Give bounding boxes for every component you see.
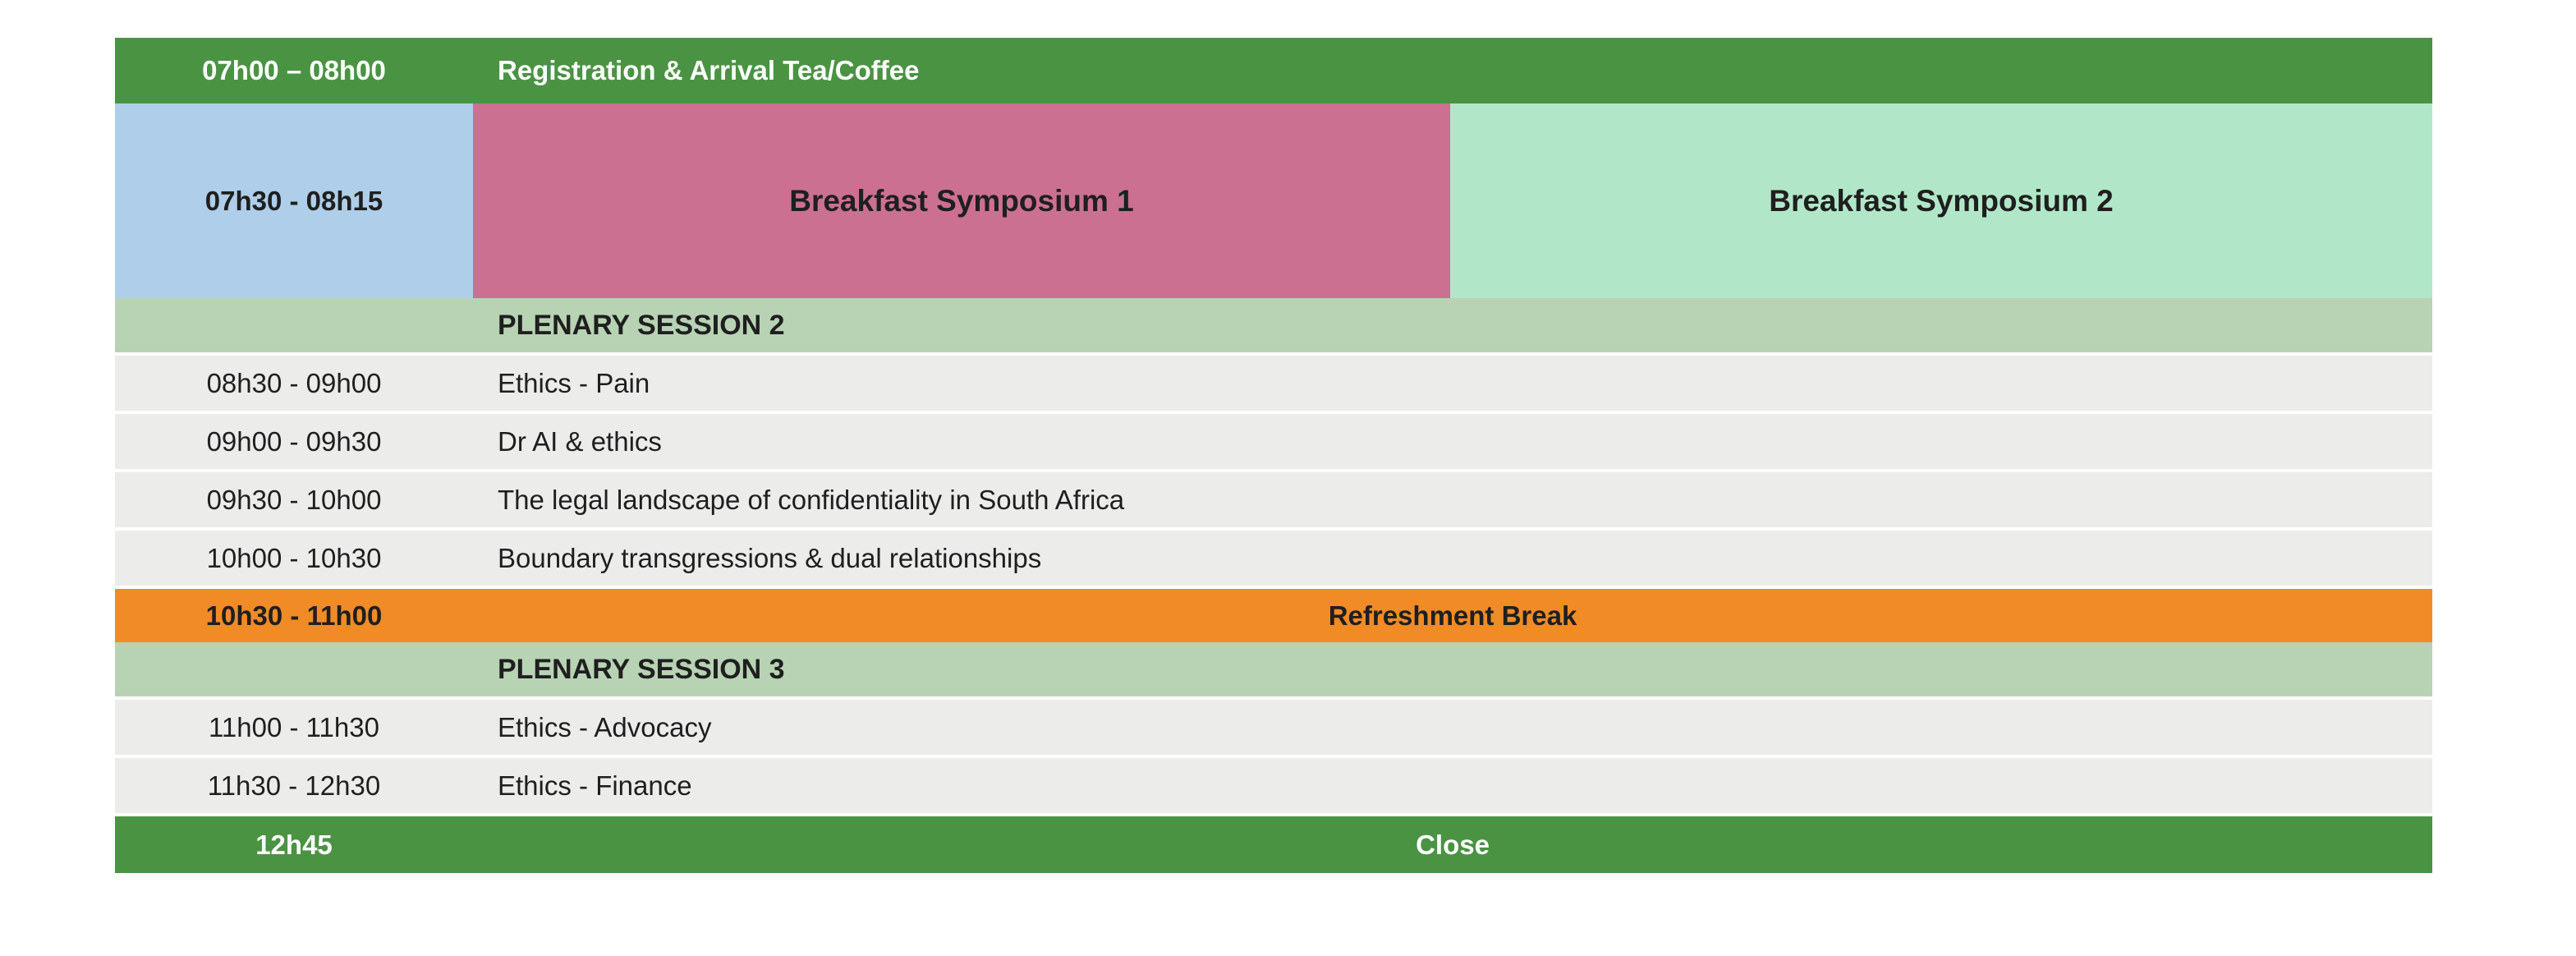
row-dr-ai-ethics: 09h00 - 09h30 Dr AI & ethics xyxy=(115,414,2432,469)
break-time: 10h30 - 11h00 xyxy=(205,600,383,631)
break-label: Refreshment Break xyxy=(1328,600,1577,631)
row-refreshment-break: 10h30 - 11h00 Refreshment Break xyxy=(115,589,2432,642)
plenary2-title: PLENARY SESSION 2 xyxy=(498,309,785,341)
row-registration: 07h00 – 08h00 Registration & Arrival Tea… xyxy=(115,38,2432,103)
row-boundary-transgressions: 10h00 - 10h30 Boundary transgressions & … xyxy=(115,531,2432,586)
row-breakfast-symposia: 07h30 - 08h15 Breakfast Symposium 1 Brea… xyxy=(115,103,2432,298)
breakfast-symposium-2: Breakfast Symposium 2 xyxy=(1450,103,2432,298)
plenary3-time-spacer xyxy=(115,642,473,696)
item-label: Ethics - Pain xyxy=(498,367,650,398)
item-label: Ethics - Advocacy xyxy=(498,711,712,742)
registration-time: 07h00 – 08h00 xyxy=(202,55,386,85)
item-time: 08h30 - 09h00 xyxy=(206,367,382,398)
breakfast-symposium-1: Breakfast Symposium 1 xyxy=(473,103,1450,298)
plenary3-title: PLENARY SESSION 3 xyxy=(498,653,785,685)
row-plenary-session-2: PLENARY SESSION 2 xyxy=(115,298,2432,352)
close-label: Close xyxy=(1416,829,1490,860)
item-label: Ethics - Finance xyxy=(498,770,692,801)
item-label: The legal landscape of confidentiality i… xyxy=(498,484,1125,515)
item-time: 09h00 - 09h30 xyxy=(206,425,382,457)
row-ethics-advocacy: 11h00 - 11h30 Ethics - Advocacy xyxy=(115,700,2432,755)
close-time: 12h45 xyxy=(255,829,333,860)
item-time: 11h30 - 12h30 xyxy=(207,770,381,801)
item-time: 11h00 - 11h30 xyxy=(209,711,379,742)
row-ethics-finance: 11h30 - 12h30 Ethics - Finance xyxy=(115,758,2432,813)
item-time: 10h00 - 10h30 xyxy=(206,542,382,573)
item-label: Dr AI & ethics xyxy=(498,425,662,457)
plenary2-time-spacer xyxy=(115,298,473,352)
conference-schedule-table: 07h00 – 08h00 Registration & Arrival Tea… xyxy=(115,38,2432,873)
registration-label: Registration & Arrival Tea/Coffee xyxy=(498,55,920,85)
row-plenary-session-3: PLENARY SESSION 3 xyxy=(115,642,2432,696)
item-time: 09h30 - 10h00 xyxy=(206,484,382,515)
item-label: Boundary transgressions & dual relations… xyxy=(498,542,1042,573)
breakfast-time: 07h30 - 08h15 xyxy=(115,103,473,298)
row-close: 12h45 Close xyxy=(115,816,2432,873)
row-legal-landscape: 09h30 - 10h00 The legal landscape of con… xyxy=(115,472,2432,527)
row-ethics-pain: 08h30 - 09h00 Ethics - Pain xyxy=(115,356,2432,411)
